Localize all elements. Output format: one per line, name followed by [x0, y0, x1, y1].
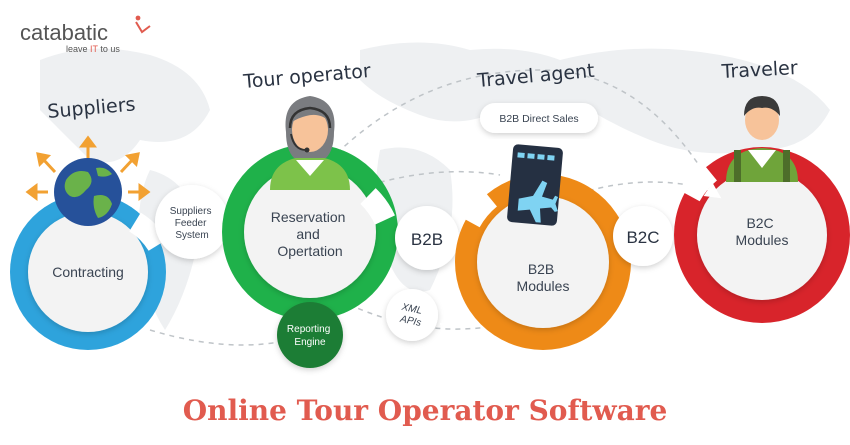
reporting-engine-label: Reporting Engine	[287, 324, 333, 348]
logo-tagline: leave IT to us	[66, 44, 120, 54]
contracting-label: Contracting	[52, 264, 124, 280]
b2b-link-node[interactable]: B2B	[395, 206, 459, 270]
stage-label-traveler: Traveler	[720, 57, 798, 83]
xml-apis-label: XML APIs	[397, 302, 425, 330]
reservation-label: Reservation and Opertation	[271, 209, 350, 259]
reporting-engine-node[interactable]: Reporting Engine	[277, 302, 343, 368]
b2b-modules-ring[interactable]: B2B Modules	[455, 174, 631, 350]
reservation-operation-ring[interactable]: Reservation and Opertation	[222, 144, 398, 320]
b2c-modules-label: B2C Modules	[736, 215, 789, 248]
b2b-modules-label: B2B Modules	[517, 261, 570, 294]
traveler-icon	[726, 96, 798, 182]
logo-brand: catabatic	[20, 20, 108, 45]
suppliers-feeder-system-node[interactable]: Suppliers Feeder System	[155, 185, 229, 259]
b2c-link-label: B2C	[626, 228, 659, 247]
contracting-ring[interactable]: Contracting	[10, 194, 166, 350]
b2b-direct-sales-node[interactable]: B2B Direct Sales	[480, 103, 598, 133]
footer-title: Online Tour Operator Software	[183, 394, 668, 427]
feeder-label: Suppliers Feeder System	[170, 206, 214, 241]
xml-apis-node[interactable]: XML APIs	[386, 289, 438, 341]
b2c-link-node[interactable]: B2C	[613, 206, 673, 266]
direct-sales-label: B2B Direct Sales	[499, 113, 578, 125]
logo-figure-icon	[135, 15, 151, 34]
globe-icon	[25, 135, 151, 226]
stage-label-tour-operator: Tour operator	[242, 60, 372, 93]
b2b-link-label: B2B	[411, 230, 443, 249]
tour-operator-agent-icon	[270, 96, 350, 190]
catabatic-logo[interactable]: catabatic leave IT to us	[20, 15, 151, 54]
mobile-boarding-pass-icon	[507, 144, 563, 226]
